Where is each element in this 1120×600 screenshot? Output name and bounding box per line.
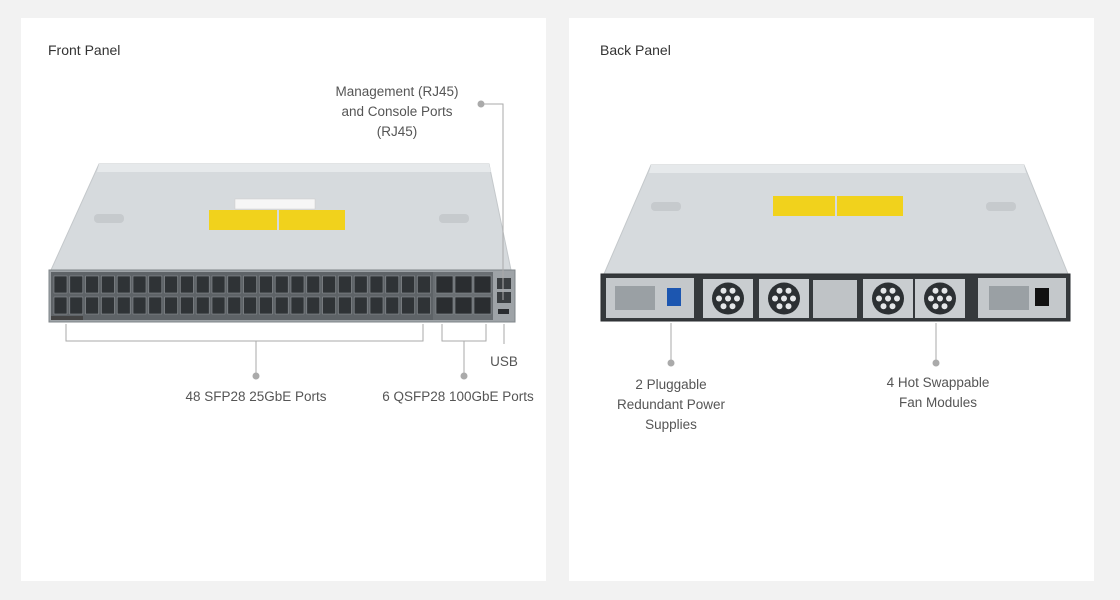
qsfp-port [473, 296, 492, 315]
sfp-port [322, 275, 336, 294]
sfp-port [417, 275, 431, 294]
sfp-port [148, 275, 163, 294]
qsfp-port [454, 296, 473, 315]
sfp-ports [53, 275, 431, 315]
sfp-port [195, 275, 210, 294]
front-panel-title: Front Panel [48, 42, 121, 58]
sfp-port [164, 296, 178, 315]
sfp-port [69, 275, 84, 294]
front-switch-illustration [48, 100, 516, 380]
back-warning-label [773, 196, 835, 216]
sfp-port [369, 296, 384, 315]
sfp-port [338, 275, 352, 294]
fan-module [915, 279, 965, 318]
mgmt-callout-label: Management (RJ45) and Console Ports (RJ4… [335, 84, 459, 139]
sfp-port [338, 296, 352, 315]
usb-port [498, 309, 509, 314]
sfp-port [132, 275, 147, 294]
sfp-port [290, 296, 305, 315]
sfp-port [306, 296, 321, 315]
sfp-port [211, 296, 226, 315]
sfp-port [101, 275, 115, 294]
sfp-port [69, 296, 84, 315]
qsfp-ports [435, 275, 492, 315]
sfp-port [369, 275, 384, 294]
sfp-port [211, 275, 226, 294]
sfp-port [180, 275, 194, 294]
sfp-port [180, 296, 194, 315]
front-warning-label [209, 210, 277, 230]
psu-callout-label: 2 Pluggable Redundant Power Supplies [616, 377, 726, 432]
mgmt-callout-line [481, 103, 504, 300]
sfp-port [227, 296, 242, 315]
sfp-port [148, 296, 163, 315]
sfp-port [243, 296, 257, 315]
sfp-port [306, 275, 321, 294]
sfp-port [259, 275, 273, 294]
sfp-port [53, 296, 68, 315]
qsfp-bracket [441, 324, 487, 342]
sfp-port [385, 296, 400, 315]
fan-module [703, 279, 753, 318]
fan-module [759, 279, 809, 318]
usb-callout-label: USB [490, 354, 518, 369]
qsfp-callout-label: 6 QSFP28 100GbE Ports [382, 389, 534, 404]
management-port [497, 278, 511, 289]
fan-module [863, 279, 913, 318]
console-port [497, 292, 511, 303]
sfp-port [322, 296, 336, 315]
sfp-port [353, 275, 368, 294]
power-supply-right [978, 278, 1066, 318]
power-supply-left [606, 278, 694, 318]
sfp-bracket [65, 324, 424, 342]
fan-modules [703, 279, 965, 318]
sfp-port [132, 296, 147, 315]
sfp-port [353, 296, 368, 315]
sfp-port [290, 275, 305, 294]
sfp-port [417, 296, 431, 315]
sfp-port [385, 275, 400, 294]
sfp-port [164, 275, 178, 294]
sfp-port [259, 296, 273, 315]
sfp-port [53, 275, 68, 294]
back-panel-title: Back Panel [600, 42, 671, 58]
qsfp-port [435, 296, 454, 315]
qsfp-port [454, 275, 473, 294]
back-switch-illustration [600, 164, 1071, 367]
sfp-port [243, 275, 257, 294]
sfp-port [101, 296, 115, 315]
sfp-port [401, 296, 415, 315]
sfp-port [274, 275, 289, 294]
sfp-port [116, 296, 131, 315]
sfp-port [85, 275, 99, 294]
back-chassis-top [603, 164, 1069, 275]
sfp-port [274, 296, 289, 315]
back-panel: Back Panel [569, 18, 1094, 581]
sfp-port [85, 296, 99, 315]
front-panel: Front Panel [21, 18, 546, 581]
qsfp-port [435, 275, 454, 294]
sfp-callout-label: 48 SFP28 25GbE Ports [185, 389, 327, 404]
sfp-port [401, 275, 415, 294]
qsfp-port [473, 275, 492, 294]
sfp-port [227, 275, 242, 294]
sfp-port [116, 275, 131, 294]
sfp-port [195, 296, 210, 315]
fan-callout-label: 4 Hot Swappable Fan Modules [886, 375, 990, 410]
